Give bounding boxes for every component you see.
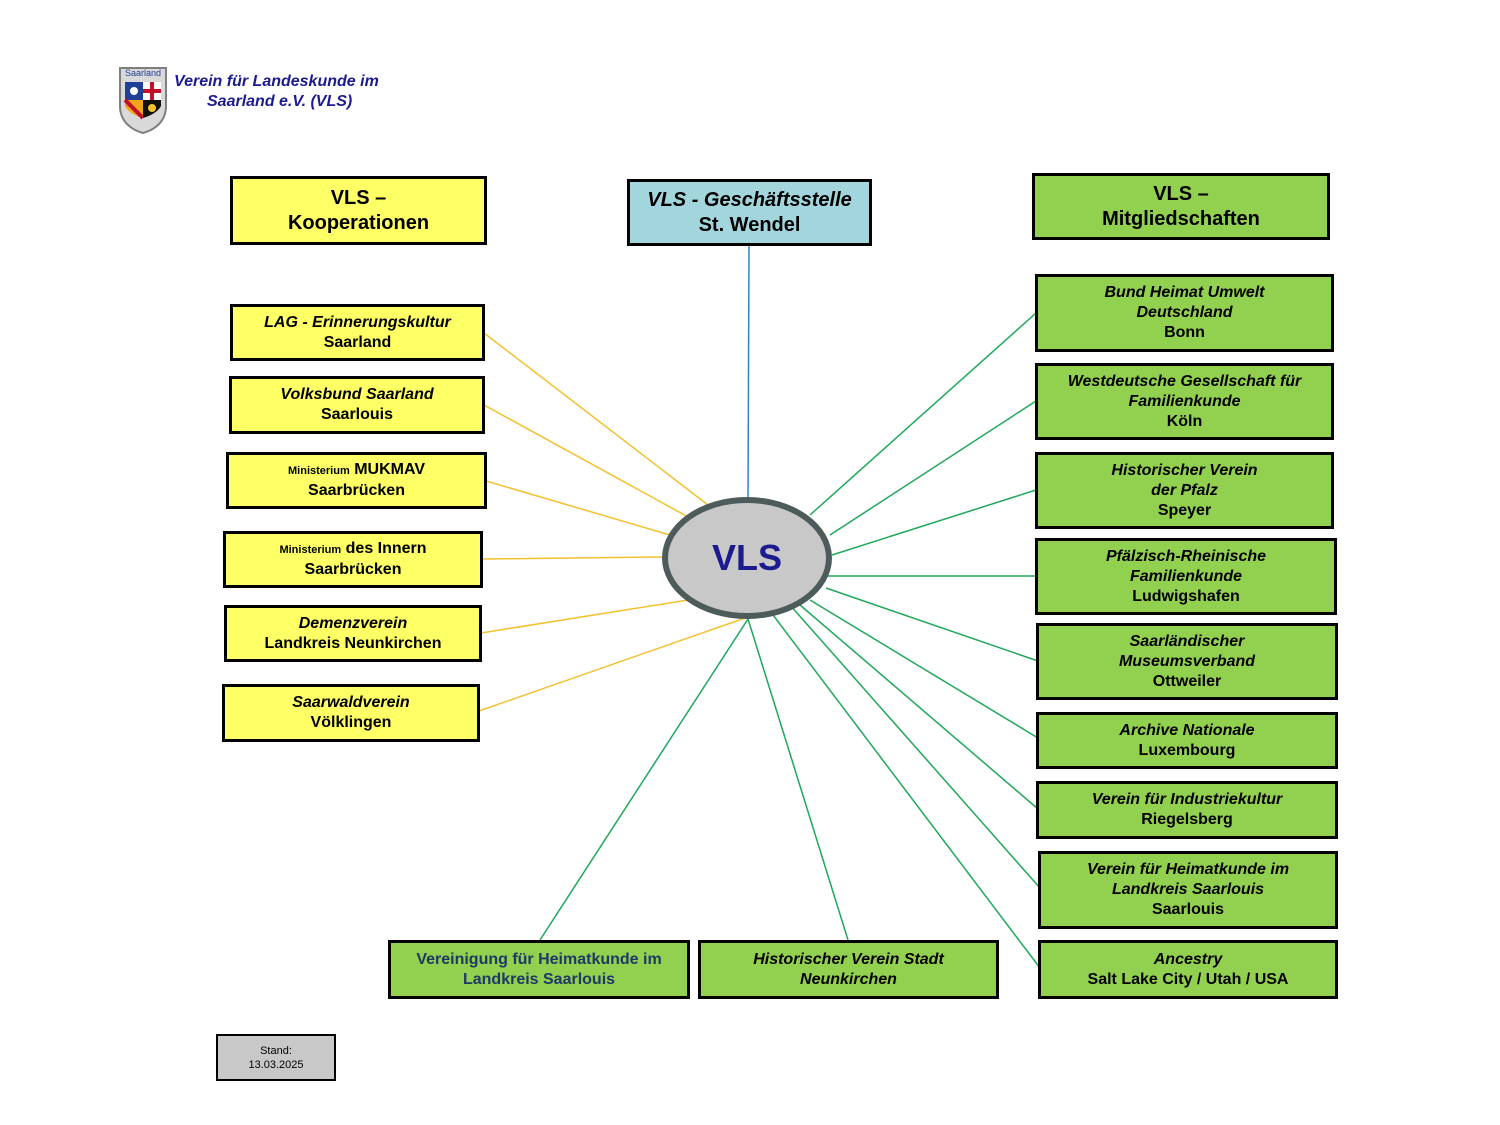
connector-koop-1 bbox=[483, 332, 709, 506]
node-line: Saarwaldverein bbox=[292, 694, 410, 711]
node-line: Vereinigung für Heimatkunde im bbox=[416, 950, 662, 968]
node-line: Saarbrücken bbox=[308, 482, 405, 499]
mit-node-4: Pfälzisch-Rheinische Familienkunde Ludwi… bbox=[1035, 538, 1337, 615]
node-line: Salt Lake City / Utah / USA bbox=[1087, 970, 1289, 988]
node-line: Ministerium MUKMAV bbox=[288, 460, 425, 481]
mit-node-5: Saarländischer Museumsverband Ottweiler bbox=[1036, 623, 1338, 700]
node-line: Ludwigshafen bbox=[1132, 587, 1240, 605]
node-prefix: Ministerium bbox=[279, 544, 342, 556]
node-line: Landkreis Saarlouis bbox=[1111, 881, 1265, 898]
mit-node-9: Ancestry Salt Lake City / Utah / USA bbox=[1038, 940, 1338, 999]
connector-koop-5 bbox=[480, 599, 689, 634]
node-line: Archive Nationale bbox=[1119, 721, 1255, 739]
node-line: MUKMAV bbox=[354, 461, 425, 478]
organization-title-line1: Verein für Landeskunde im bbox=[174, 73, 379, 90]
node-line: Westdeutsche Gesellschaft für bbox=[1067, 372, 1302, 390]
stand-date: 13.03.2025 bbox=[248, 1058, 304, 1071]
node-line: Verein für Industriekultur bbox=[1091, 791, 1283, 808]
mit-node-6: Archive Nationale Luxembourg bbox=[1036, 712, 1338, 769]
node-line: Saarländischer bbox=[1129, 632, 1245, 650]
node-line: Verein für Heimatkunde im bbox=[1086, 861, 1290, 878]
node-line: Völklingen bbox=[310, 714, 392, 731]
stand-box: Stand: 13.03.2025 bbox=[216, 1034, 336, 1081]
node-line: Saarlouis bbox=[320, 406, 394, 423]
mit-node-7: Verein für Industriekultur Riegelsberg bbox=[1036, 781, 1338, 839]
organization-title-line2: Saarland e.V. (VLS) bbox=[207, 93, 353, 110]
center-node: VLS bbox=[662, 497, 832, 619]
koop-node-1: LAG - Erinnerungskultur Saarland bbox=[230, 304, 485, 361]
header-kooperationen: VLS – Kooperationen bbox=[230, 176, 487, 245]
header-geschaeftsstelle: VLS - Geschäftsstelle St. Wendel bbox=[627, 179, 872, 246]
connector-mit-9 bbox=[769, 610, 1041, 969]
mit-node-8: Verein für Heimatkunde im Landkreis Saar… bbox=[1038, 851, 1338, 929]
node-line: der Pfalz bbox=[1151, 481, 1218, 499]
connector-mit-8 bbox=[789, 604, 1041, 889]
node-line: Bund Heimat Umwelt bbox=[1104, 284, 1265, 301]
node-line: Ministerium des Innern bbox=[279, 539, 426, 560]
mit-node-2: Westdeutsche Gesellschaft für Familienku… bbox=[1035, 363, 1334, 440]
node-line: Historischer Verein Stadt bbox=[753, 950, 944, 968]
node-line: Pfälzisch-Rheinische bbox=[1105, 547, 1267, 565]
koop-node-6: Saarwaldverein Völklingen bbox=[222, 684, 480, 742]
header-geschaeftsstelle-line2: St. Wendel bbox=[698, 213, 801, 236]
connector-bottom-2 bbox=[747, 618, 849, 941]
node-line: Saarbrücken bbox=[304, 561, 402, 578]
bottom-node-1: Vereinigung für Heimatkunde im Landkreis… bbox=[388, 940, 690, 999]
koop-node-2: Volksbund Saarland Saarlouis bbox=[229, 376, 485, 434]
bottom-node-2: Historischer Verein Stadt Neunkirchen bbox=[698, 940, 999, 999]
connector-mit-6 bbox=[809, 599, 1039, 739]
node-line: Köln bbox=[1166, 412, 1203, 430]
node-line: Landkreis Neunkirchen bbox=[264, 634, 442, 652]
mit-node-1: Bund Heimat Umwelt Deutschland Bonn bbox=[1035, 274, 1334, 352]
saarland-coat-of-arms-icon bbox=[119, 67, 167, 135]
node-line: Historischer Verein bbox=[1111, 461, 1258, 479]
organization-title: Verein für Landeskunde im Saarland e.V. … bbox=[174, 72, 434, 112]
connector-koop-3 bbox=[485, 480, 671, 536]
stand-label: Stand: bbox=[260, 1044, 292, 1057]
node-line: Deutschland bbox=[1136, 304, 1233, 321]
node-line: Speyer bbox=[1157, 501, 1212, 519]
header-geschaeftsstelle-line1: VLS - Geschäftsstelle bbox=[647, 188, 852, 211]
node-line: Riegelsberg bbox=[1141, 811, 1233, 828]
node-line: Museumsverband bbox=[1118, 652, 1256, 670]
header-kooperationen-line1: VLS – bbox=[330, 186, 387, 209]
connector-mit-5 bbox=[825, 587, 1039, 662]
node-line: Ottweiler bbox=[1152, 672, 1222, 690]
header-mitgliedschaften-line2: Mitgliedschaften bbox=[1102, 207, 1260, 230]
node-line: Demenzverein bbox=[298, 614, 408, 632]
node-prefix: Ministerium bbox=[288, 465, 350, 477]
header: Saarland Verein für Landeskunde im Saarl… bbox=[118, 66, 379, 139]
node-line: Familienkunde bbox=[1128, 392, 1241, 410]
node-line: Volksbund Saarland bbox=[280, 386, 434, 403]
mit-node-3: Historischer Verein der Pfalz Speyer bbox=[1035, 452, 1334, 529]
node-line: Saarland bbox=[323, 333, 392, 351]
node-line: Bonn bbox=[1164, 324, 1205, 341]
koop-node-5: Demenzverein Landkreis Neunkirchen bbox=[224, 605, 482, 662]
node-line: Neunkirchen bbox=[800, 970, 897, 988]
koop-node-3: Ministerium MUKMAV Saarbrücken bbox=[226, 452, 487, 509]
connector-mit-3 bbox=[831, 489, 1037, 556]
connector-koop-2 bbox=[483, 404, 691, 519]
connector-geschaeftsstelle bbox=[747, 245, 750, 498]
connector-koop-6 bbox=[478, 616, 749, 712]
node-line: Saarlouis bbox=[1151, 901, 1225, 918]
koop-node-4: Ministerium des Innern Saarbrücken bbox=[223, 531, 483, 588]
header-mitgliedschaften-line1: VLS – bbox=[1153, 182, 1209, 205]
node-line: Luxembourg bbox=[1138, 741, 1236, 759]
connector-mit-1 bbox=[809, 312, 1037, 516]
node-line: Ancestry bbox=[1153, 950, 1223, 968]
connector-koop-4 bbox=[481, 556, 663, 560]
node-line: des Innern bbox=[345, 540, 427, 557]
node-line: LAG - Erinnerungskultur bbox=[264, 313, 451, 331]
connector-mit-2 bbox=[829, 400, 1037, 536]
saarland-logo-text: Saarland bbox=[124, 68, 162, 78]
node-line: Landkreis Saarlouis bbox=[462, 970, 616, 988]
header-mitgliedschaften: VLS – Mitgliedschaften bbox=[1032, 173, 1330, 240]
header-kooperationen-line2: Kooperationen bbox=[287, 211, 430, 234]
center-node-label: VLS bbox=[711, 537, 782, 578]
connector-bottom-1 bbox=[539, 618, 749, 941]
connector-mit-7 bbox=[799, 604, 1039, 810]
node-line: Familienkunde bbox=[1129, 567, 1243, 585]
